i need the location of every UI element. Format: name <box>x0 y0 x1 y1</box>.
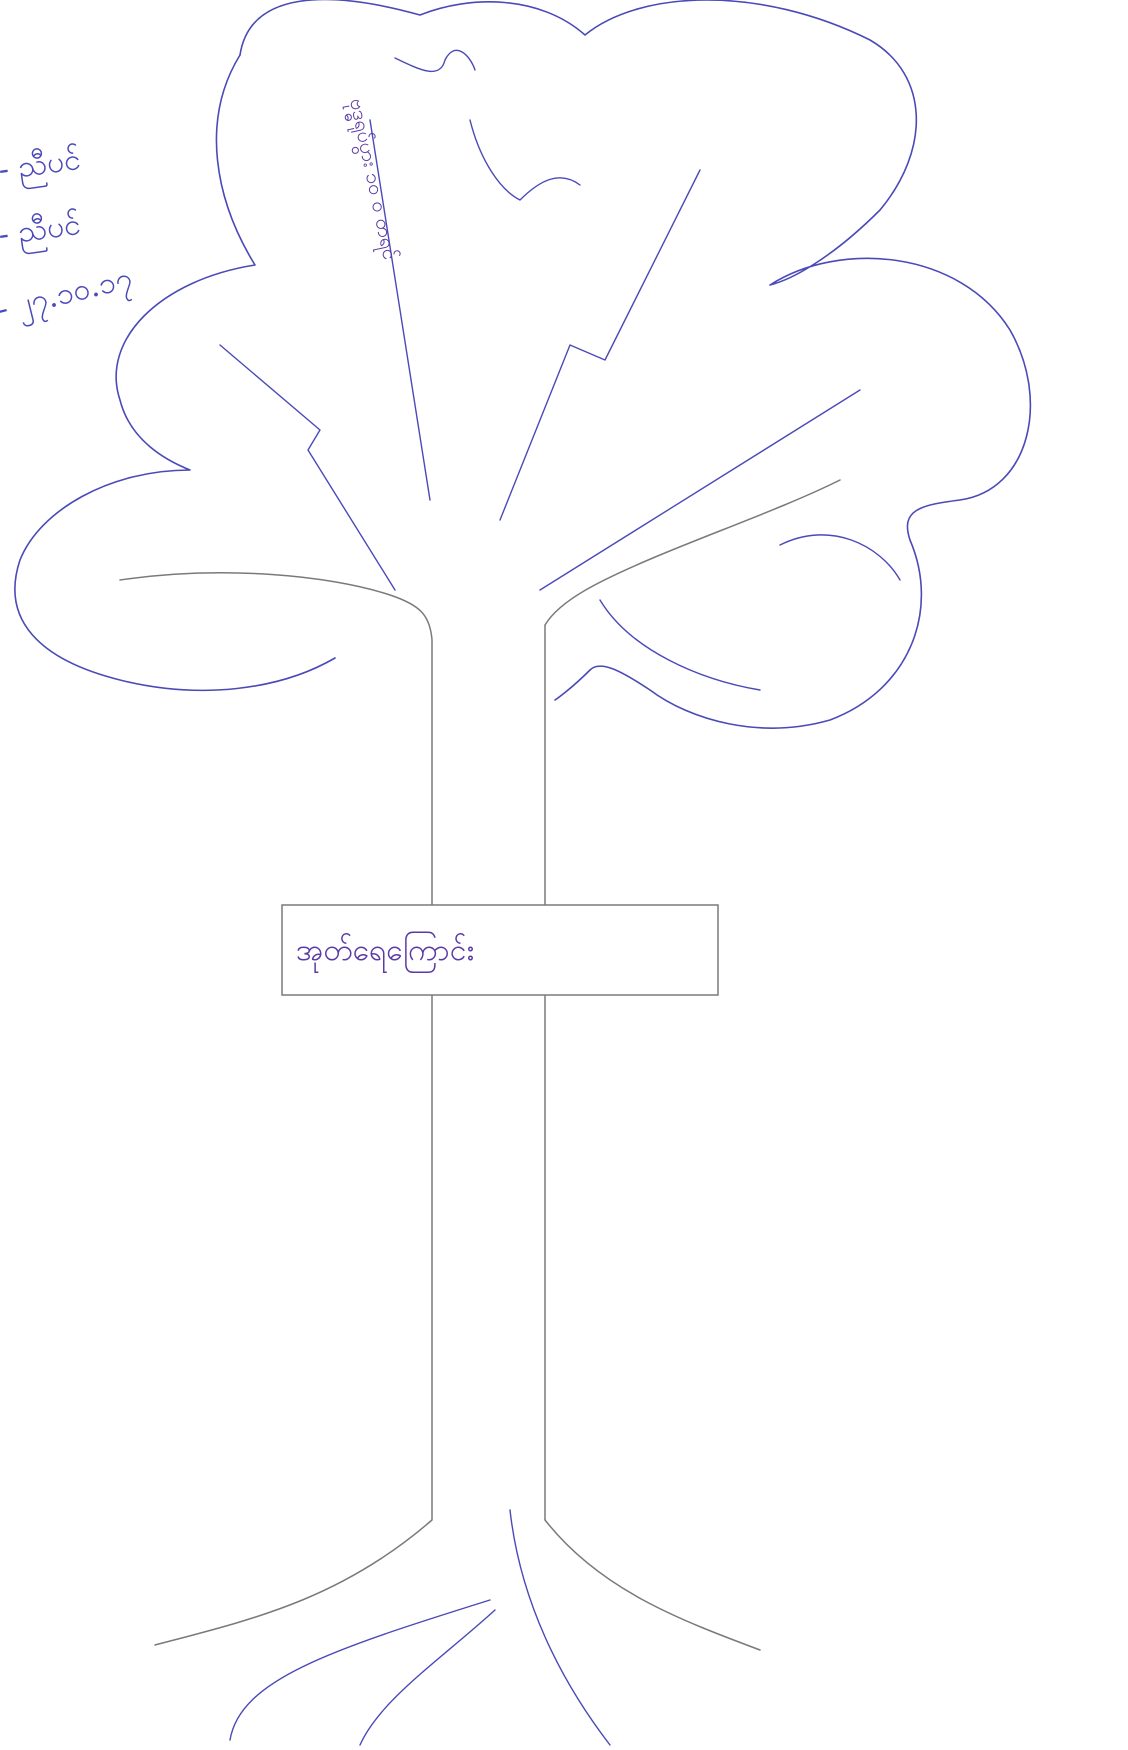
root-3-line <box>509 1509 611 1746</box>
root-ground-right <box>544 1519 761 1651</box>
root-3 <box>509 1509 611 1746</box>
margin-note-3: - ၂၇.၁၀.၁၇ <box>0 260 137 333</box>
canopy-inner-curl-1 <box>394 49 476 73</box>
canopy-inner-curl-3 <box>779 534 901 581</box>
root-2-line <box>359 1609 496 1746</box>
canopy-inner-curl-2 <box>469 119 581 201</box>
trunk-label-box <box>281 904 719 996</box>
margin-note-2: - ညီပင် <box>0 207 84 259</box>
branch-4 <box>539 389 861 591</box>
branch-3 <box>499 169 701 521</box>
root-1-line <box>229 1599 491 1741</box>
root-1 <box>229 1599 491 1741</box>
branch-1 <box>219 344 396 591</box>
canopy-outline <box>239 0 1032 729</box>
left-canopy-base-line <box>119 572 433 641</box>
branch-3-underline <box>499 169 701 521</box>
canopy-left-lobes <box>14 54 336 692</box>
root-ground-left <box>154 1519 433 1646</box>
margin-note-1: - ညီပင် <box>0 142 84 194</box>
branch-2-underline <box>369 119 431 501</box>
branch-1-underline <box>219 344 396 591</box>
root-2 <box>359 1609 496 1746</box>
branch-2-text: ဗုဒ္ဓရုပ်ပွား ၁၀ ၀ တရင် <box>341 96 403 263</box>
branch-2: ဗုဒ္ဓရုပ်ပွား ၁၀ ၀ တရင် <box>341 96 431 501</box>
canopy-inner-curl-4 <box>599 599 761 691</box>
trunk-label-text: အုတ်ရေကြောင်း <box>296 931 474 974</box>
right-canopy-base-line <box>544 479 841 626</box>
branch-4-underline <box>539 389 861 591</box>
